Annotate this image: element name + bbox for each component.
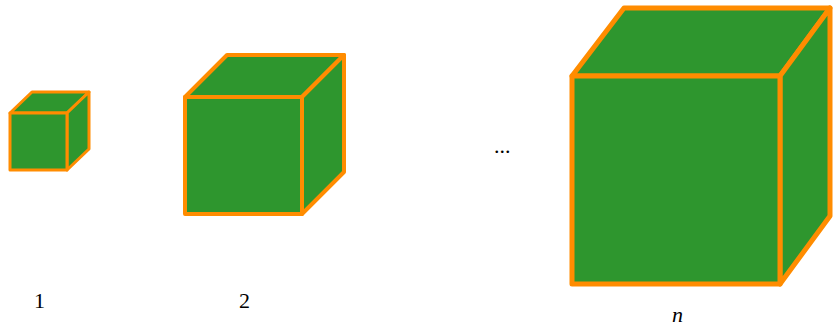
cube-number: n — [672, 304, 683, 326]
cube-2 — [185, 55, 344, 214]
cube-number: 1 — [34, 290, 45, 312]
cube-1 — [10, 92, 89, 170]
cube-number: 2 — [239, 290, 250, 312]
cube-n — [572, 8, 830, 284]
ellipsis: ... — [494, 135, 511, 157]
